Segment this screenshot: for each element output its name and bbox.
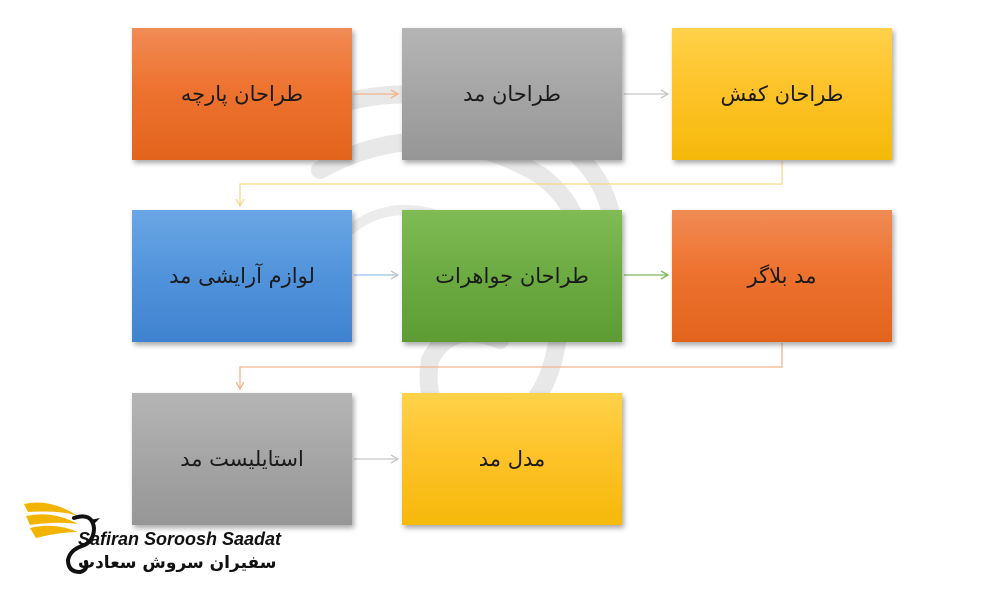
box-label: طراحان پارچه (180, 82, 304, 106)
box-shoe-designer: طراحان کفش (672, 28, 892, 160)
box-fashion-designer: طراحان مد (402, 28, 622, 160)
box-label: طراحان جواهرات (435, 264, 589, 288)
logo-name-en: Safiran Soroosh Saadat (78, 529, 282, 549)
box-jewelry-designer: طراحان جواهرات (402, 210, 622, 342)
box-label: مدل مد (478, 447, 546, 471)
box-fashion-stylist: استایلیست مد (132, 393, 352, 525)
box-fashion-accessories: لوازم آرایشی مد (132, 210, 352, 342)
box-label: طراحان کفش (720, 82, 844, 106)
box-fashion-blogger: مد بلاگر (672, 210, 892, 342)
box-label: لوازم آرایشی مد (169, 264, 315, 288)
arrow-shoe-to-accessories (235, 161, 783, 208)
box-label: طراحان مد (463, 82, 561, 106)
box-label: مد بلاگر (747, 264, 817, 288)
box-fabric-designer: طراحان پارچه (132, 28, 352, 160)
logo-name-fa: سفیران سروش سعادت (78, 553, 277, 573)
box-fashion-model: مدل مد (402, 393, 622, 525)
arrow-blogger-to-stylist (235, 343, 783, 391)
wing-swirl-logo-icon (24, 502, 100, 575)
box-label: استایلیست مد (180, 447, 304, 471)
